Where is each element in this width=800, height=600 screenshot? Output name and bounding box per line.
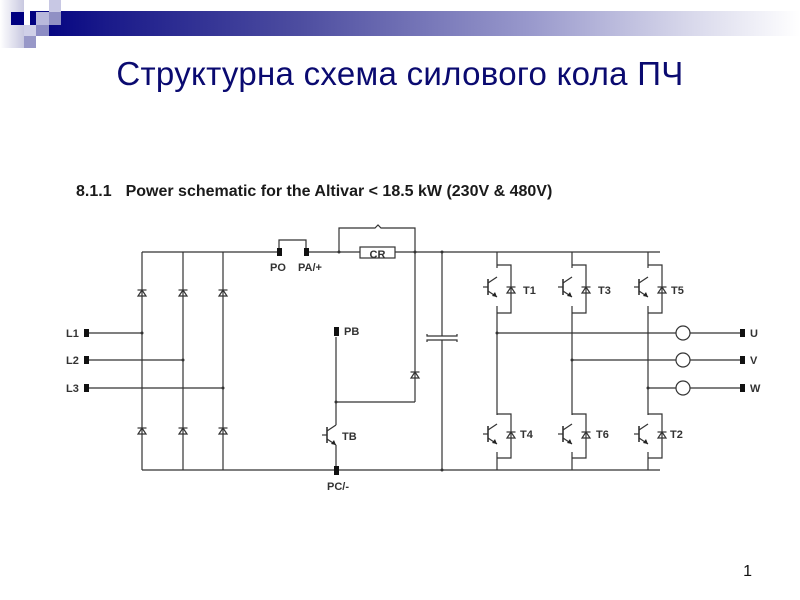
heading-text: Power schematic for the Altivar < 18.5 k… — [125, 183, 553, 200]
slide-title: Структурна схема силового кола ПЧ — [116, 55, 684, 92]
terminal-icon — [740, 329, 745, 337]
terminal-icon — [740, 384, 745, 392]
resistor-icon — [359, 246, 396, 259]
decor-square — [36, 12, 49, 25]
transistor-label-t3: T3 — [598, 285, 611, 297]
brake-transistor-icon — [321, 424, 337, 446]
output-label-w: W — [750, 383, 761, 395]
terminal-icon — [84, 356, 89, 364]
igbt-icon — [557, 423, 573, 445]
igbt-icon — [633, 423, 649, 445]
terminal-icon — [277, 248, 282, 256]
terminals — [84, 248, 745, 475]
sensor-icon — [675, 352, 691, 368]
transistor-label-t4: T4 — [520, 429, 534, 441]
decor-square — [24, 36, 36, 48]
page-number: 1 — [743, 563, 752, 580]
igbts — [321, 276, 649, 446]
terminal-label-po: PO — [270, 262, 286, 274]
transistor-label-t6: T6 — [596, 429, 609, 441]
wires — [87, 224, 740, 471]
output-label-u: U — [750, 328, 758, 340]
transistor-label-t1: T1 — [523, 285, 536, 297]
decor-square — [36, 25, 49, 36]
header-gradient-bar — [30, 11, 800, 36]
transistor-label-t2: T2 — [670, 429, 683, 441]
transistor-label-t5: T5 — [671, 285, 684, 297]
decor-square — [11, 12, 24, 25]
terminal-icon — [334, 466, 339, 475]
decor-square — [24, 25, 36, 36]
decor-square — [49, 0, 61, 12]
terminal-icon — [84, 329, 89, 337]
cr-label: CR — [370, 249, 386, 261]
input-label-l1: L1 — [66, 328, 79, 340]
terminal-label-pb: PB — [344, 326, 359, 338]
output-label-v: V — [750, 355, 758, 367]
schematic-heading: 8.1.1 Power schematic for the Altivar < 1… — [76, 183, 552, 201]
terminal-icon — [740, 356, 745, 364]
terminal-icon — [334, 327, 339, 336]
igbt-icon — [633, 276, 649, 298]
terminal-label-pa: PA/+ — [298, 262, 322, 274]
igbt-icon — [482, 423, 498, 445]
input-label-l3: L3 — [66, 383, 79, 395]
decor-square — [49, 12, 61, 25]
sensor-icon — [675, 380, 691, 396]
terminal-icon — [84, 384, 89, 392]
capacitor-icon — [426, 334, 458, 342]
current-sensors — [675, 325, 691, 396]
terminal-label-pc: PC/- — [327, 481, 349, 493]
igbt-icon — [482, 276, 498, 298]
brake-transistor-label: TB — [342, 431, 357, 443]
igbt-icon — [557, 276, 573, 298]
sensor-icon — [675, 325, 691, 341]
junction-dots — [140, 250, 650, 472]
input-label-l2: L2 — [66, 355, 79, 367]
terminal-icon — [304, 248, 309, 256]
heading-number: 8.1.1 — [76, 183, 112, 200]
